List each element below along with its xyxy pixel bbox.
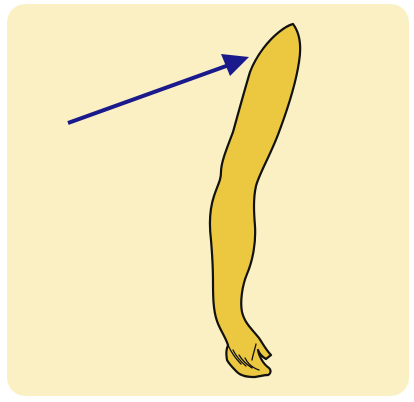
arm-diagram bbox=[7, 4, 409, 396]
diagram-card bbox=[7, 4, 409, 396]
diagram-background bbox=[7, 4, 409, 396]
